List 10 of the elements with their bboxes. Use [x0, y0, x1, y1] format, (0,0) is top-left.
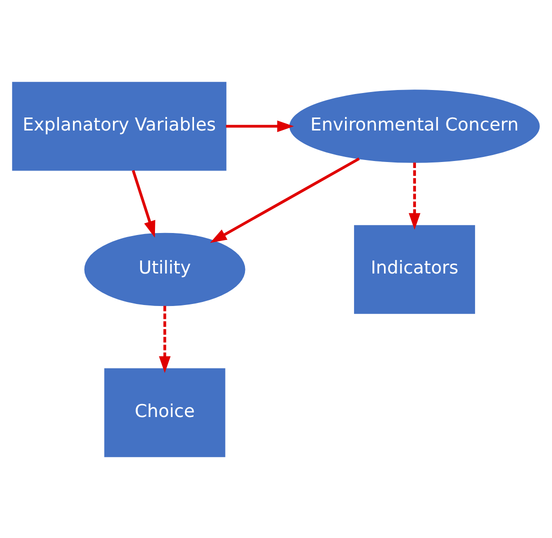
- arrow: [408, 162, 420, 230]
- node-box: Choice: [104, 368, 226, 457]
- node-box: Indicators: [354, 224, 476, 314]
- node-ellipse: Utility: [84, 232, 246, 306]
- node-box: Explanatory Variables: [12, 81, 226, 170]
- node-ellipse: Environmental Concern: [289, 89, 540, 162]
- arrow: [210, 156, 360, 242]
- arrow: [226, 120, 294, 132]
- arrow: [132, 170, 156, 238]
- arrow: [158, 305, 171, 372]
